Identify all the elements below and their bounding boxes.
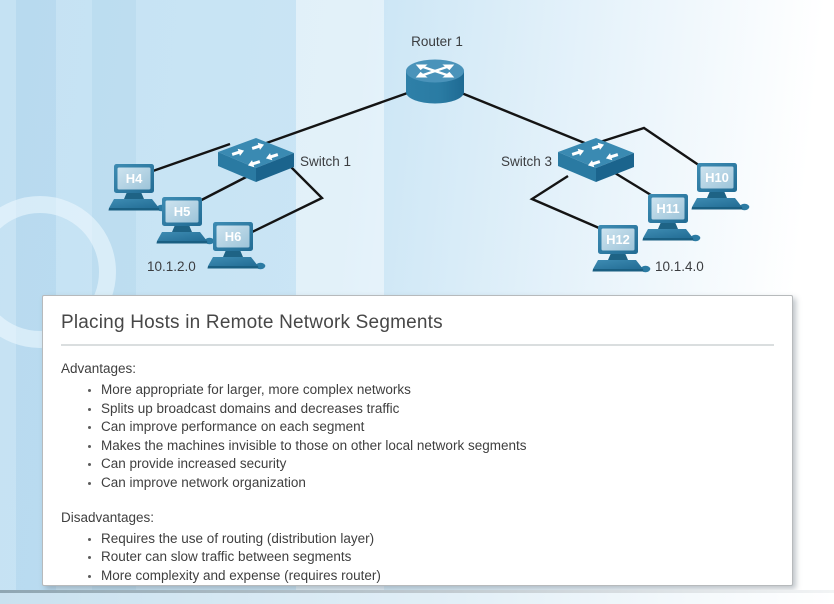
disadvantage-item: More complexity and expense (requires ro…: [61, 567, 774, 586]
bottom-edge-band: [0, 590, 834, 604]
link-switch1-h6: [249, 159, 325, 235]
host-h12-label: H12: [606, 232, 630, 247]
host-h6-label: H6: [225, 229, 242, 244]
disadvantages-heading: Disadvantages:: [61, 509, 155, 525]
link-router-switch3: [453, 88, 593, 148]
disadvantage-item: Requires the use of routing (distributio…: [61, 530, 774, 549]
title-divider: [61, 344, 774, 346]
host-h11-label: H11: [656, 201, 679, 216]
switch1-label: Switch 1: [300, 154, 351, 169]
network-links: [149, 88, 707, 235]
advantage-item: Can improve performance on each segment: [61, 418, 774, 437]
disadvantage-item: Router can slow traffic between segments: [61, 548, 774, 567]
advantages-heading: Advantages:: [61, 361, 137, 376]
switch3-label: Switch 3: [501, 154, 552, 169]
link-switch3-h12: [529, 174, 607, 233]
host-h4-label: H4: [126, 171, 143, 186]
advantage-item: Makes the machines invisible to those on…: [61, 437, 774, 456]
left-network-address: 10.1.2.0: [147, 259, 196, 274]
host-h5-label: H5: [174, 204, 191, 219]
info-panel: Placing Hosts in Remote Network Segments…: [42, 295, 793, 586]
right-network-address: 10.1.4.0: [655, 259, 704, 274]
advantages-list: More appropriate for larger, more comple…: [61, 381, 774, 493]
network-diagram: Router 1 Switch 1 Switch 3 10.1.2.0 10.1…: [108, 34, 750, 274]
page-title: Placing Hosts in Remote Network Segments: [61, 312, 443, 333]
advantage-item: More appropriate for larger, more comple…: [61, 381, 774, 400]
advantage-item: Can improve network organization: [61, 474, 774, 493]
router-icon: [406, 59, 464, 104]
link-switch3-h10: [599, 126, 707, 171]
host-h10-label: H10: [705, 170, 729, 185]
link-switch1-h4: [149, 142, 231, 174]
disadvantages-list: Requires the use of routing (distributio…: [61, 530, 774, 586]
link-router-switch1: [257, 88, 417, 148]
switch3-icon: [558, 138, 634, 182]
advantage-item: Can provide increased security: [61, 455, 774, 474]
advantage-item: Splits up broadcast domains and decrease…: [61, 400, 774, 419]
router-label: Router 1: [411, 34, 463, 49]
